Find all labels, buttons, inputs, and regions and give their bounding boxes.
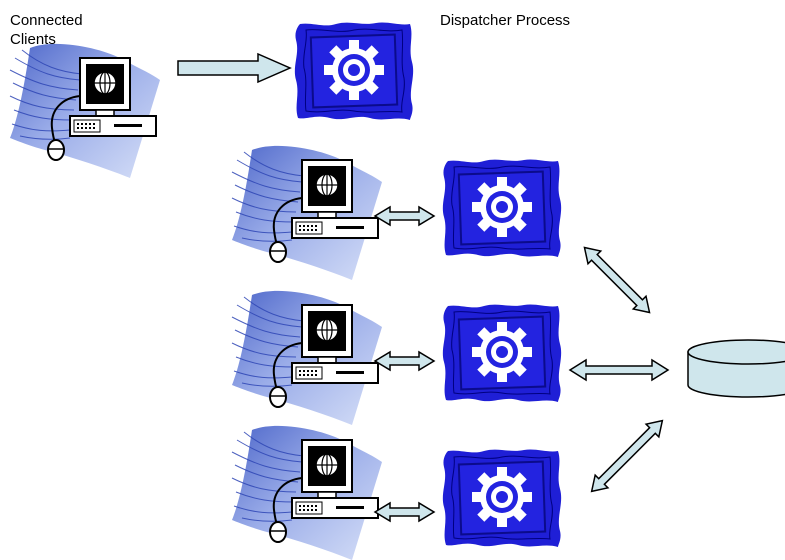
client-computer-icon-4 — [231, 424, 383, 560]
server-process-icon-1 — [441, 158, 563, 258]
dispatcher-process-label: Dispatcher Process — [440, 12, 571, 29]
double-arrow-client-server-1 — [373, 205, 436, 227]
client-computer-icon-1 — [9, 42, 161, 179]
double-arrow-server3-database — [590, 419, 664, 493]
client-computer-icon-2 — [231, 144, 383, 281]
dispatcher-process-icon — [293, 21, 415, 121]
connected-clients-label-line2: Clients — [10, 31, 56, 48]
connected-clients-label-line1: Connected — [10, 12, 83, 29]
double-arrow-server1-database — [583, 246, 651, 314]
client-computer-icon-3 — [231, 289, 383, 426]
double-arrow-client-server-3 — [373, 501, 436, 523]
arrow-client-to-dispatcher — [177, 52, 292, 84]
server-process-icon-3 — [441, 448, 563, 548]
server-process-icon-2 — [441, 303, 563, 403]
double-arrow-client-server-2 — [373, 350, 436, 372]
database-cylinder-icon — [687, 339, 785, 398]
double-arrow-server2-database — [568, 358, 670, 382]
connected-clients-label: Connected Clients — [10, 11, 83, 49]
